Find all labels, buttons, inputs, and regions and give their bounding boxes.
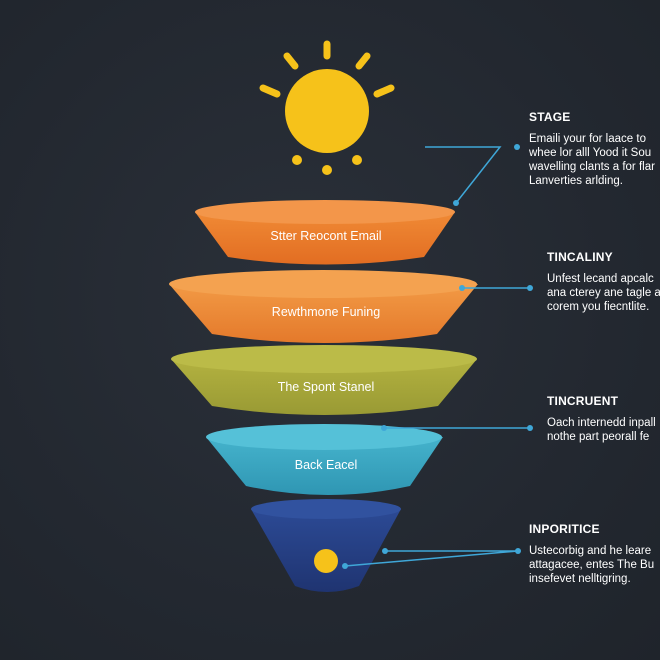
funnel-layer-2: Rewthmone Funing [169,270,478,343]
callout-text-line: attagacee, entes The Bu [529,559,655,571]
callout-text-line: wavelling clants a for flar [529,161,655,173]
callout-text-line: Lanverties arlding. [529,175,623,187]
callout-title: STAGE [529,110,571,124]
layer-2-label: Rewthmone Funing [272,305,380,319]
callout-text-line: Ustecorbig and he leare [529,545,652,557]
funnel-layer-3: The Spont Stanel [171,345,477,415]
funnel-layer-5 [251,499,401,592]
callout-title: INPORITICE [529,522,600,536]
callout-text-line: ana cterey ane tagle a [547,287,660,299]
callout-tincruent: TINCRUENT Oach internedd inpall nothe pa… [547,394,660,444]
callout-tincaliny: TINCALINY Unfest lecand apcalc ana ctere… [547,250,660,314]
sun-icon [259,40,395,175]
callout-text-line: Emaili your for laace to [529,133,646,145]
connector-1 [425,146,502,204]
callout-title: TINCALINY [547,250,613,264]
callout-stage: STAGE Emaili your for laace to whee lor … [529,110,660,188]
callout-title: TINCRUENT [547,394,619,408]
callout-inporitice: INPORITICE Ustecorbig and he leare attag… [529,522,660,586]
connector-dots [342,144,533,569]
funnel-layer-1: Stter Reocont Email [195,200,455,265]
callout-text-line: corem you fiecntlite. [547,301,650,313]
layer-3-label: The Spont Stanel [278,380,375,394]
callout-text-line: nothe part peorall fe [547,431,650,443]
layer-1-label: Stter Reocont Email [270,229,381,243]
circle-dot-icon [314,549,338,573]
callout-text-line: insefevet nelltigring. [529,573,631,585]
layer-4-label: Back Eacel [295,458,358,472]
callout-text-line: whee lor alll Yood it Sou [529,147,652,159]
callout-text-line: Oach internedd inpall [547,417,656,429]
callout-text-line: Unfest lecand apcalc [547,273,654,285]
funnel-layer-4: Back Eacel [206,424,443,495]
